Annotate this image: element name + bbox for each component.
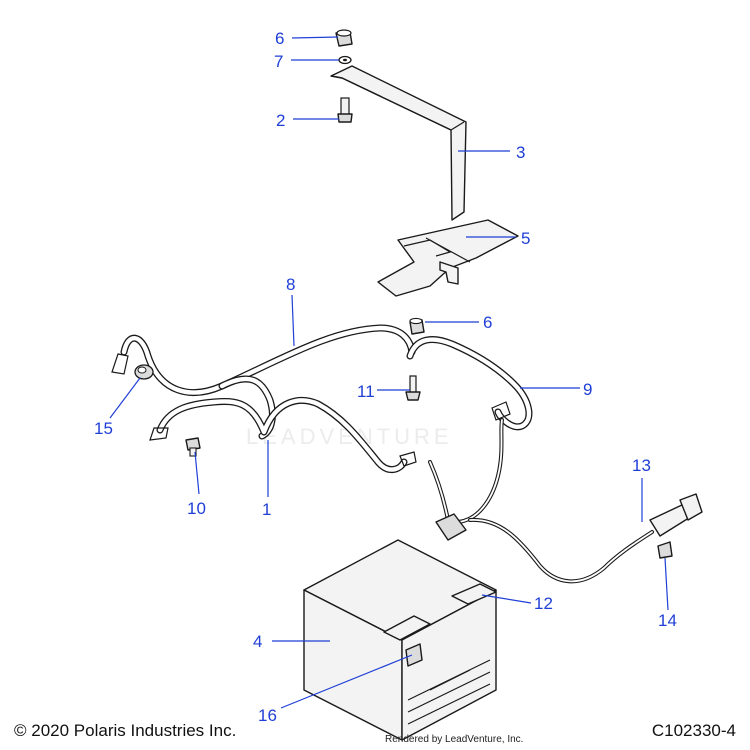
battery-cover-plate <box>377 219 519 297</box>
callout-6-top: 6 <box>275 29 284 48</box>
callout-11: 11 <box>357 382 375 401</box>
grommet <box>134 364 154 380</box>
callout-2: 2 <box>276 111 285 130</box>
bolt <box>337 97 353 123</box>
callout-10: 10 <box>187 499 206 518</box>
rendered-by-credit: Rendered by LeadVenture, Inc. <box>385 734 524 745</box>
callout-9: 9 <box>583 380 592 399</box>
callout-5: 5 <box>521 229 530 248</box>
callout-14: 14 <box>658 611 677 630</box>
leader-lines <box>109 36 669 709</box>
screw <box>185 437 201 457</box>
battery-hold-down-bracket <box>330 65 467 221</box>
callout-13: 13 <box>632 456 651 475</box>
callout-3: 3 <box>516 143 525 162</box>
callout-16: 16 <box>258 706 277 725</box>
callout-4: 4 <box>253 632 262 651</box>
accessory-harness <box>428 418 703 584</box>
copyright-notice: © 2020 Polaris Industries Inc. <box>14 721 237 740</box>
nut-middle <box>409 317 425 335</box>
drawing-id: C102330-4 <box>651 721 736 740</box>
callout-7: 7 <box>274 52 283 71</box>
washer <box>338 55 352 65</box>
main-cable <box>111 324 416 440</box>
callout-6-middle: 6 <box>483 313 492 332</box>
callout-15: 15 <box>94 419 113 438</box>
cable-9 <box>406 336 533 431</box>
stud <box>405 375 421 401</box>
battery <box>303 539 497 741</box>
nut-top <box>335 29 353 47</box>
callout-8: 8 <box>286 275 295 294</box>
callout-12: 12 <box>534 594 553 613</box>
ground-cable <box>149 397 417 473</box>
callout-1: 1 <box>262 500 271 519</box>
